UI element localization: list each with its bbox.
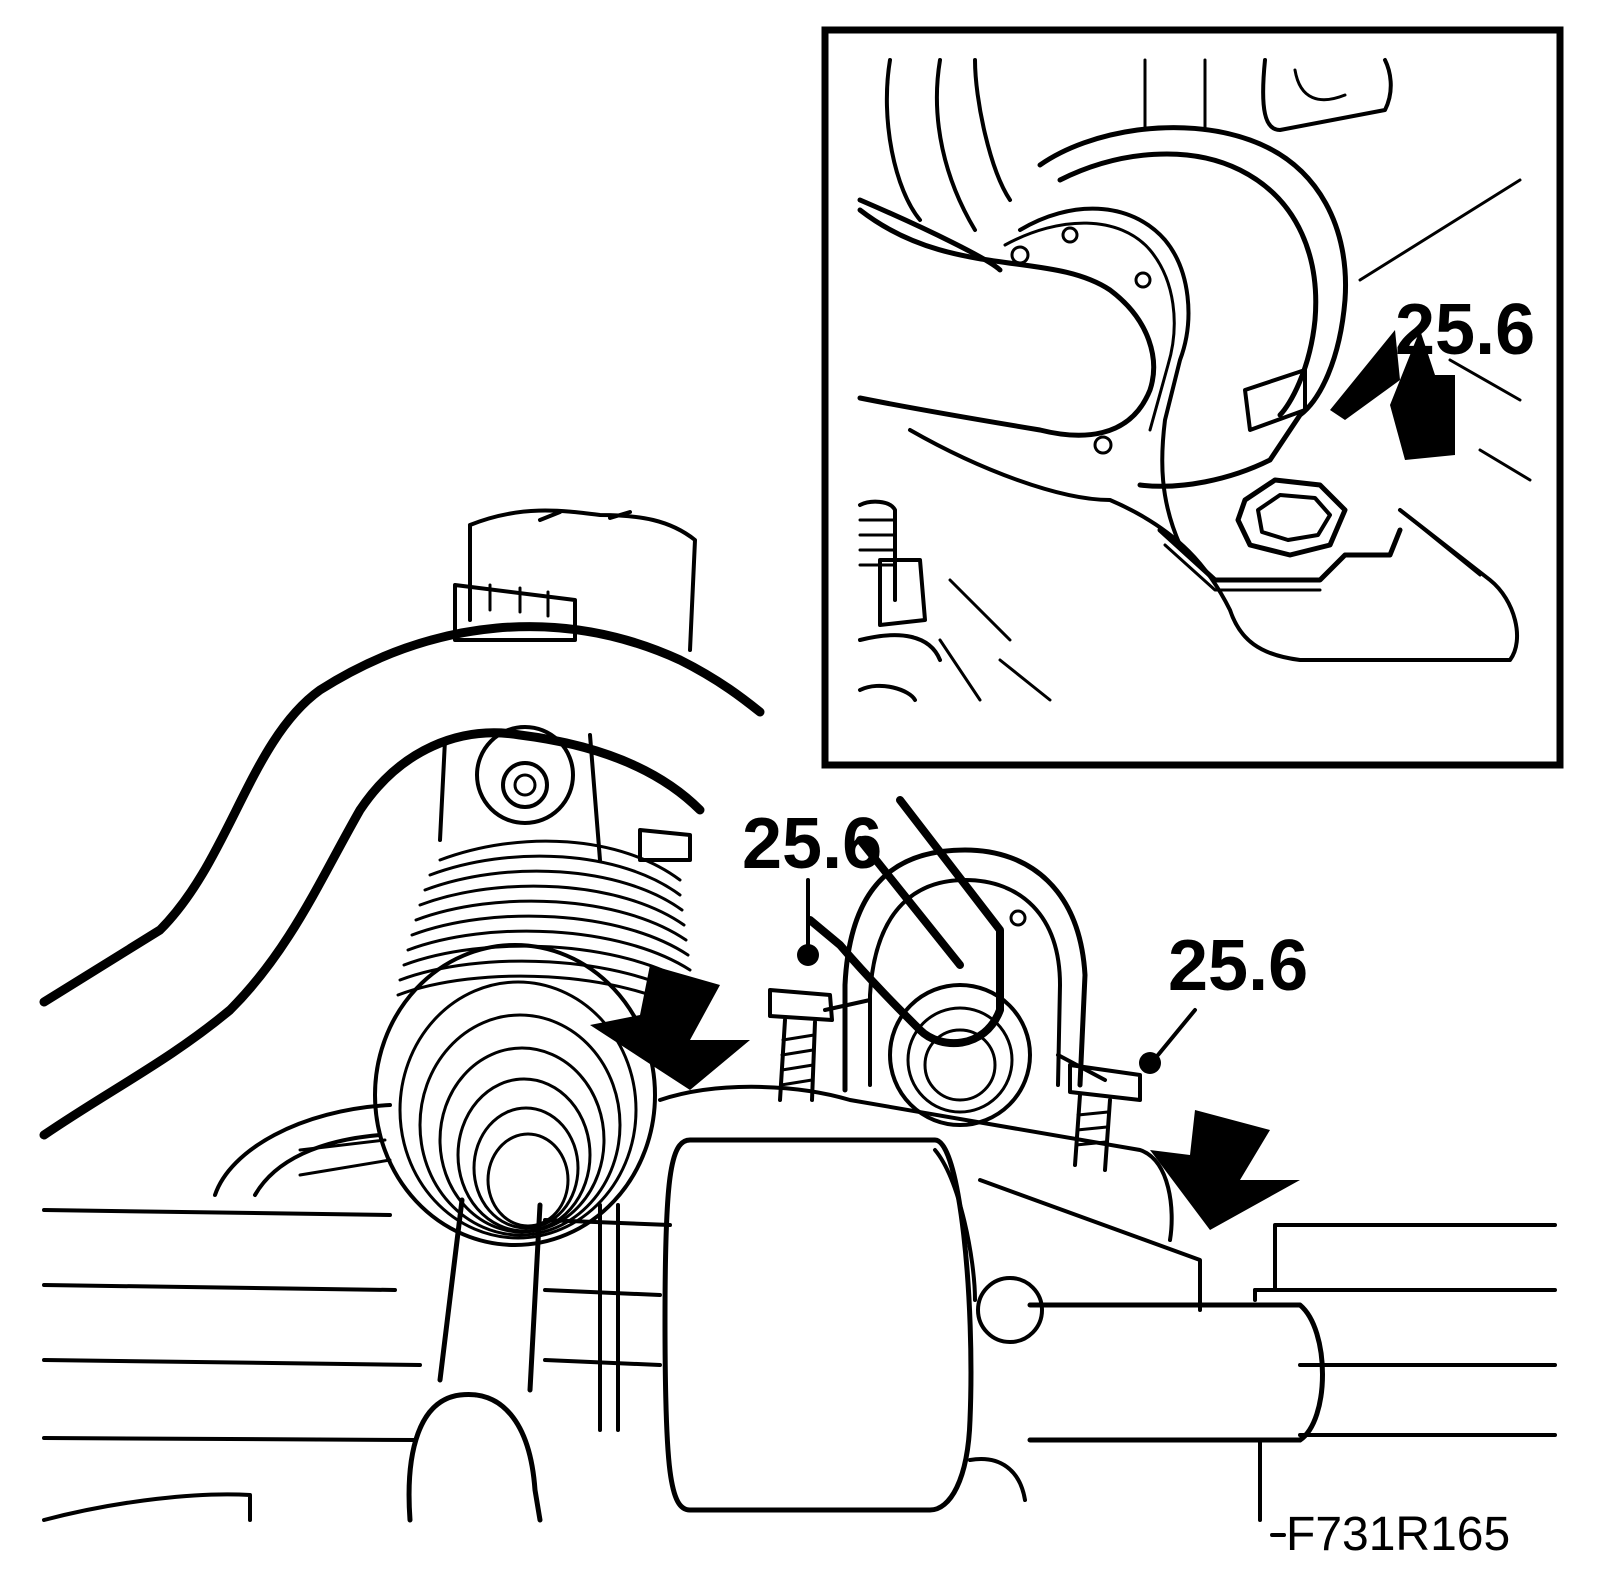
arrow-down-left: [590, 965, 750, 1090]
callout-label-main-left: 25.6: [742, 804, 882, 884]
callout-leader-right: [1139, 1008, 1197, 1074]
figure-code: F731R165: [1286, 1508, 1510, 1561]
shock-absorber-boot: [373, 943, 657, 1247]
inset-illustration: [857, 58, 1532, 702]
callout-label-main-right: 25.6: [1168, 926, 1308, 1006]
stabilizer-bar-arch: [39, 622, 765, 1140]
bolt-left: [768, 988, 834, 1102]
callout-label-inset: 25.6: [1395, 290, 1535, 370]
coil-spring: [396, 839, 697, 1017]
axle-bushing-block: [598, 1137, 1044, 1513]
axle-tube: [1027, 1223, 1557, 1522]
inset-detail-frame: 25.6: [821, 26, 1564, 769]
callout-leader-left: [797, 878, 819, 966]
main-illustration: 25.6 25.6 F731R165: [39, 508, 1557, 1561]
bracket-base: [658, 1084, 1202, 1312]
arrow-down-right: [1150, 1110, 1300, 1230]
piston-rod: [406, 1197, 543, 1523]
upright-bracket: [438, 508, 697, 862]
leaf-spring: [42, 1103, 672, 1522]
